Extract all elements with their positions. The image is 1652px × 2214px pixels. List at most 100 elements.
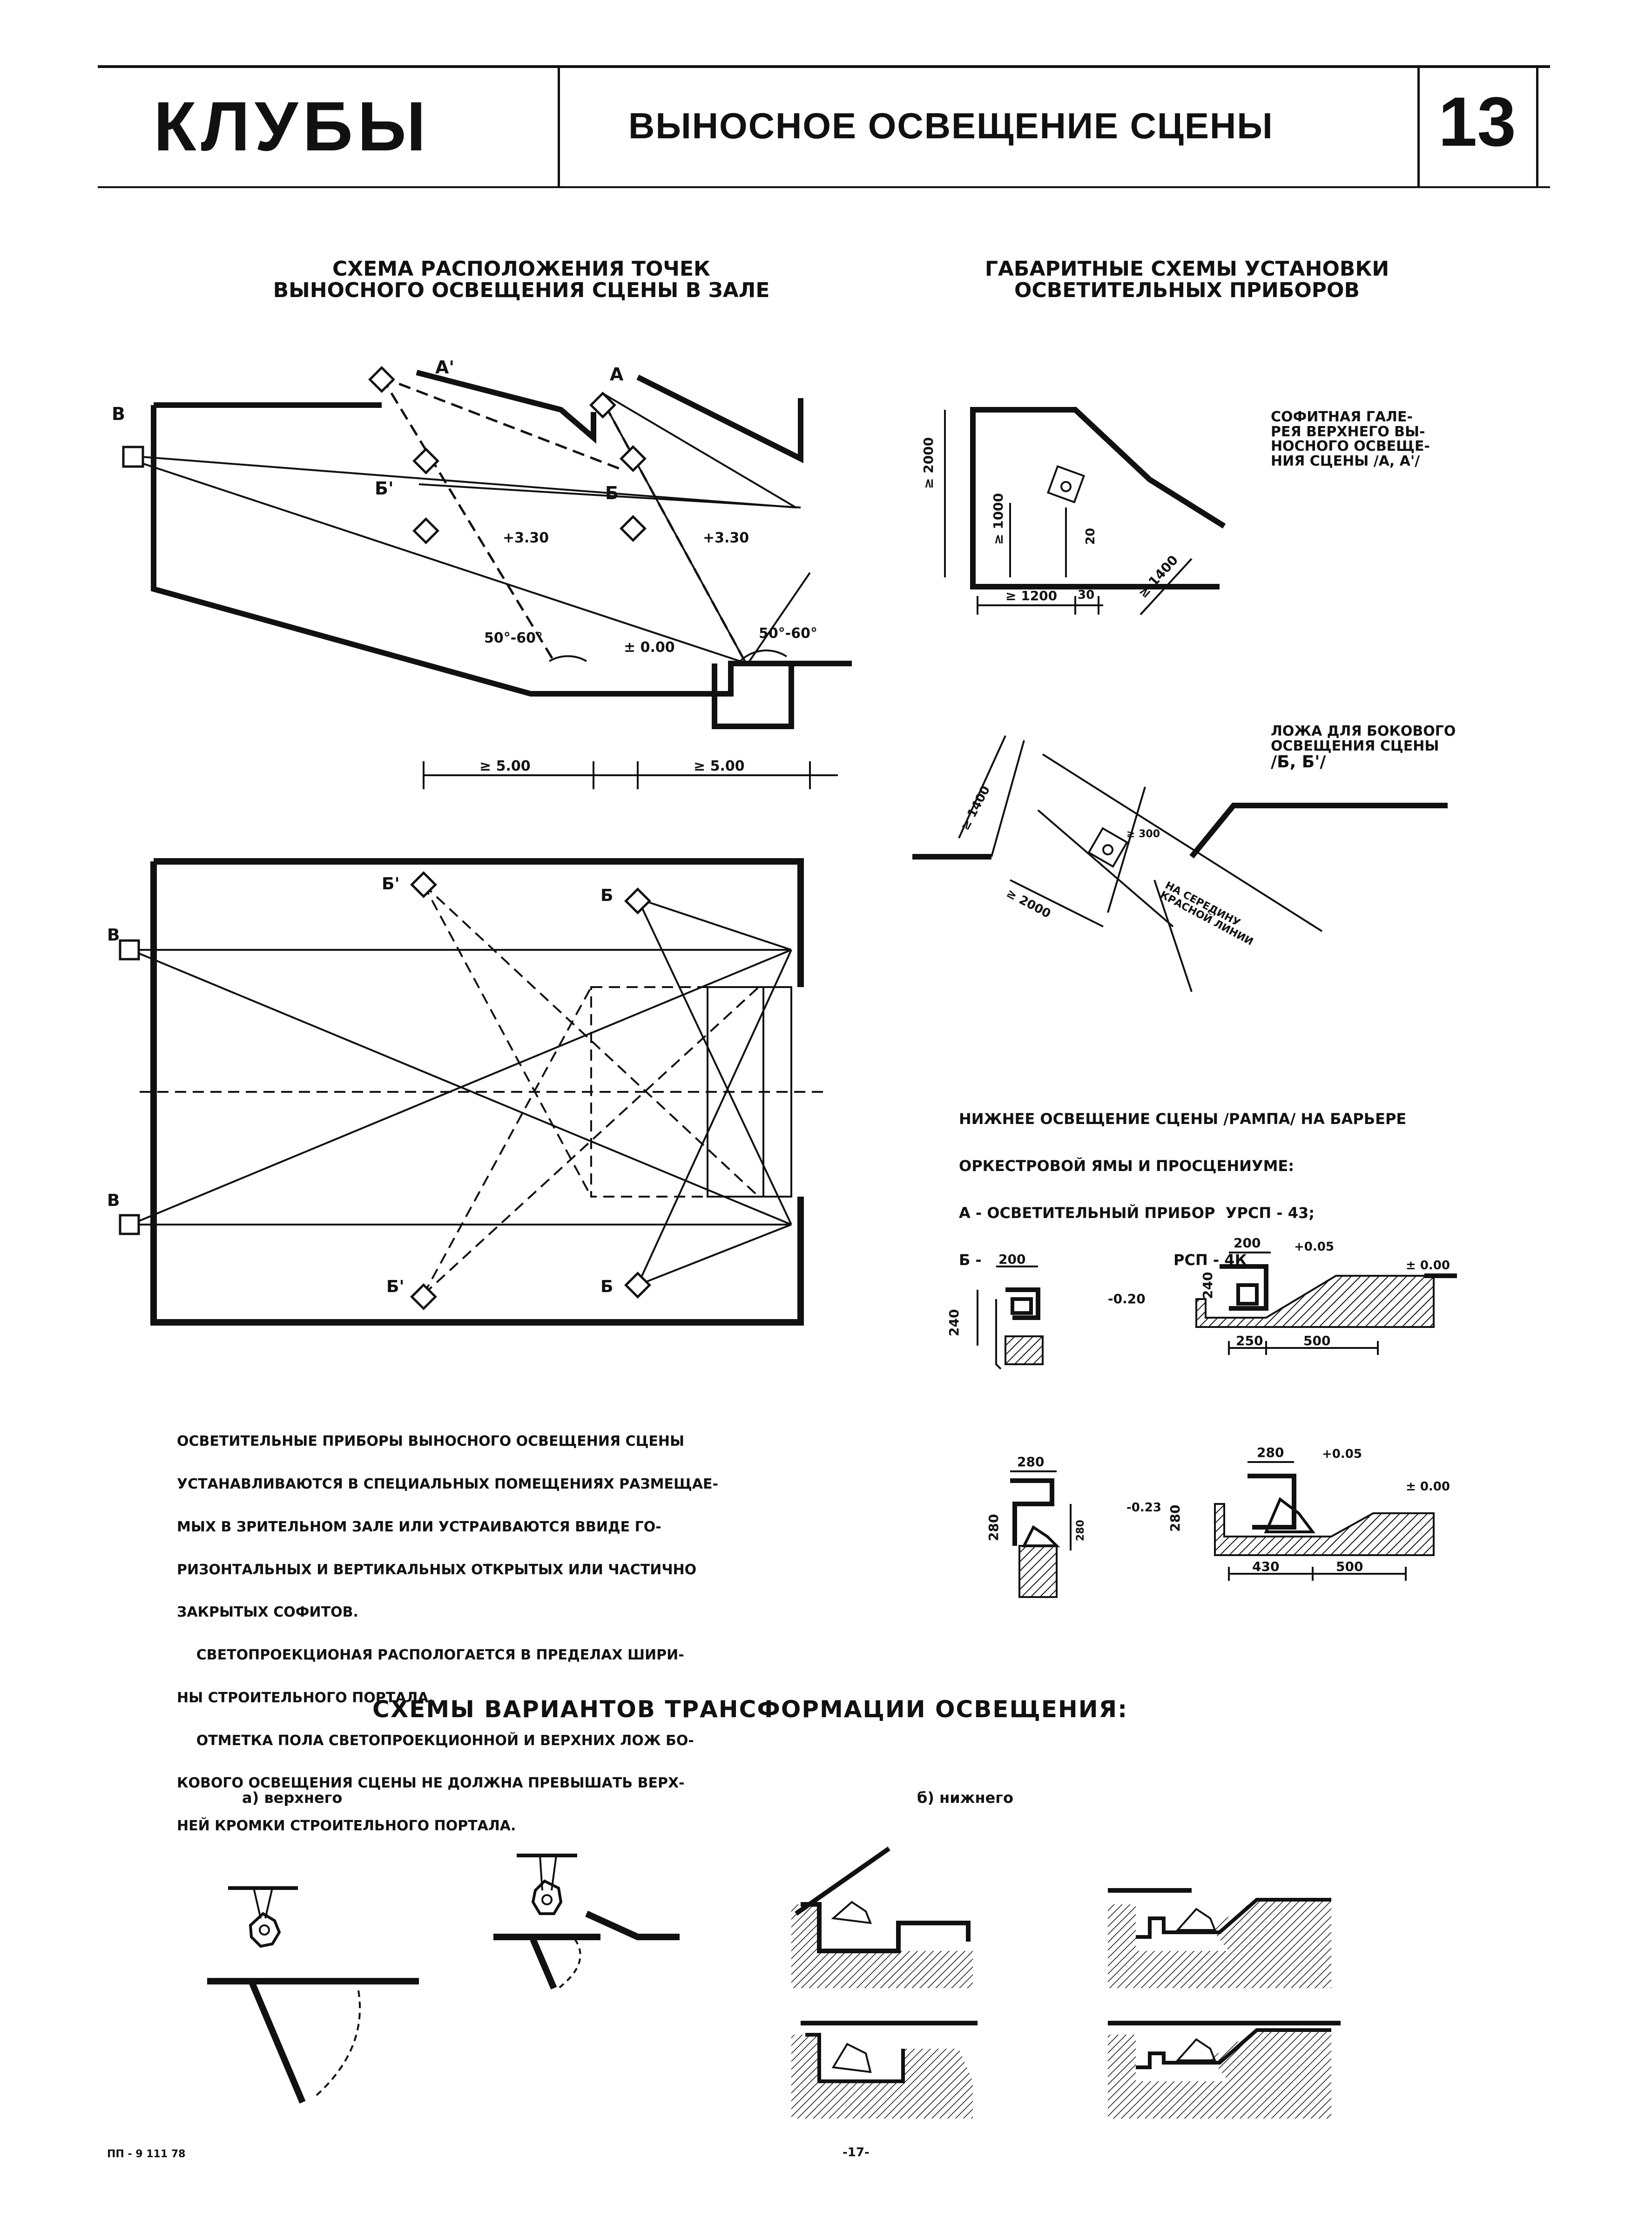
- note-line-4: РИЗОНТАЛЬНЫХ И ВЕРТИКАЛЬНЫХ ОТКРЫТЫХ ИЛИ…: [177, 1561, 697, 1578]
- box-floor-right: [1189, 803, 1448, 859]
- footlight-a-large-base: [1195, 1275, 1435, 1328]
- fixture-b-prime-upper: [412, 447, 439, 474]
- section-gallery-a: [636, 374, 803, 463]
- beam-v-2: [135, 460, 741, 662]
- page-title: ВЫНОСНОЕ ОСВЕЩЕНИЕ СЦЕНЫ: [628, 105, 1274, 146]
- header-bottom-rule: [98, 186, 1550, 188]
- plan-label-b-prime-top: Б': [382, 874, 400, 894]
- fl-a-lvl2: +0.05: [1294, 1240, 1334, 1254]
- fixture-a-prime: [368, 366, 395, 393]
- beam-a: [602, 393, 797, 508]
- page-number: 13: [1438, 82, 1516, 161]
- left-title-line-2: ВЫНОСНОГО ОСВЕЩЕНИЯ СЦЕНЫ В ЗАЛЕ: [273, 278, 770, 303]
- note-line-5: ЗАКРЫТЫХ СОФИТОВ.: [177, 1604, 358, 1621]
- beam-v-1: [135, 455, 796, 508]
- box-caption: ЛОЖА ДЛЯ БОКОВОГО ОСВЕЩЕНИЯ СЦЕНЫ /Б, Б'…: [1271, 724, 1456, 771]
- fl-b-w: 280: [1017, 1454, 1045, 1469]
- note-line-3: МЫХ В ЗРИТЕЛЬНОМ ЗАЛЕ ИЛИ УСТРАИВАЮТСЯ В…: [177, 1518, 661, 1535]
- gallery-fixture: [1046, 465, 1086, 504]
- header-divider-1: [558, 65, 560, 187]
- elevation-1: +3.30: [503, 530, 549, 546]
- beam-b-prime: [418, 483, 801, 508]
- fl-b-lvl1: -0.23: [1126, 1501, 1161, 1515]
- transform-a1-fixture: [249, 1912, 281, 1948]
- footlight-b-large-base: [1214, 1503, 1435, 1556]
- transform-label-a: а) верхнего: [242, 1789, 343, 1807]
- fixture-b-prime-lower: [412, 517, 439, 544]
- beam-a-solid: [748, 572, 811, 662]
- plan-fixture-b-prime-top: [410, 871, 437, 898]
- header-top-rule: [98, 65, 1550, 68]
- right-title: ГАБАРИТНЫЕ СХЕМЫ УСТАНОВКИ ОСВЕТИТЕЛЬНЫХ…: [931, 258, 1443, 301]
- box-dim-3: ≥ 300: [1126, 828, 1160, 840]
- plan-dash-2: [423, 986, 760, 1295]
- footer-code: ПП - 9 111 78: [107, 2148, 186, 2160]
- plan-wall-bottom: [150, 861, 804, 1326]
- plan-label-b-prime-bottom: Б': [386, 1277, 405, 1296]
- right-title-line-2: ОСВЕТИТЕЛЬНЫХ ПРИБОРОВ: [1014, 278, 1360, 303]
- angle-arc-right: [739, 649, 788, 662]
- transform-b1-fixture: [831, 1901, 872, 1924]
- label-a-prime: А': [435, 357, 455, 378]
- plan-dash-1: [423, 884, 760, 1198]
- fl-a-w: 200: [998, 1252, 1026, 1267]
- label-a: А: [610, 364, 624, 385]
- transform-b3-fixture: [831, 2043, 872, 2073]
- plan-fixture-v-bottom: [119, 1214, 140, 1235]
- footlight-caption: НИЖНЕЕ ОСВЕЩЕНИЕ СЦЕНЫ /РАМПА/ НА БАРЬЕР…: [959, 1080, 1406, 1284]
- header-divider-2: [1417, 65, 1420, 187]
- fl-b-d2: 500: [1336, 1559, 1363, 1574]
- note-line-10: НЕЙ КРОМКИ СТРОИТЕЛЬНОГО ПОРТАЛА.: [177, 1818, 516, 1835]
- left-title-line-1: СХЕМА РАСПОЛОЖЕНИЯ ТОЧЕК: [332, 257, 710, 281]
- plan-fixture-b-top: [624, 887, 651, 914]
- box-caption-line-1: ЛОЖА ДЛЯ БОКОВОГО: [1271, 723, 1456, 739]
- fl-a-w2: 200: [1234, 1235, 1261, 1251]
- fl-b-lvl2: +0.05: [1322, 1447, 1362, 1461]
- note-line-8: ОТМЕТКА ПОЛА СВЕТОПРОЕКЦИОННОЙ И ВЕРХНИХ…: [177, 1732, 694, 1749]
- box-fixture: [1087, 827, 1128, 868]
- box-caption-line-3: /Б, Б'/: [1271, 752, 1326, 772]
- section-title: КЛУБЫ: [154, 87, 431, 165]
- label-b-prime-section: Б': [375, 478, 394, 499]
- fixture-v-section: [122, 446, 144, 468]
- gallery-caption-line-1: СОФИТНАЯ ГАЛЕ-: [1271, 409, 1413, 425]
- footlight-a-small-base: [1005, 1335, 1044, 1365]
- fl-b-d1: 430: [1252, 1559, 1280, 1574]
- gallery-caption-line-2: РЕЯ ВЕРХНЕГО ВЫ-: [1271, 423, 1425, 440]
- plan-wall-top: [154, 858, 804, 987]
- gallery-caption-line-3: НОСНОГО ОСВЕЩЕ-: [1271, 438, 1430, 454]
- label-b-section: Б: [605, 483, 619, 503]
- gallery-dim-w2: 30: [1078, 588, 1095, 602]
- gallery-caption-line-4: НИЯ СЦЕНЫ /А, А'/: [1271, 453, 1420, 469]
- fl-b-w2: 280: [1257, 1445, 1284, 1460]
- note-line-1: ОСВЕТИТЕЛЬНЫЕ ПРИБОРЫ ВЫНОСНОГО ОСВЕЩЕНИ…: [177, 1433, 685, 1450]
- fl-a-d1: 250: [1236, 1333, 1263, 1348]
- note-line-2: УСТАНАВЛИВАЮТСЯ В СПЕЦИАЛЬНЫХ ПОМЕЩЕНИЯХ…: [177, 1476, 718, 1492]
- beam-a-prime-dashed-2: [381, 376, 624, 472]
- plan-label-b-bottom: Б: [600, 1277, 614, 1296]
- transform-a2-fixture: [531, 1879, 563, 1915]
- gallery-caption: СОФИТНАЯ ГАЛЕ- РЕЯ ВЕРХНЕГО ВЫ- НОСНОГО …: [1271, 410, 1430, 468]
- elevation-2: +3.30: [703, 530, 749, 546]
- angle-arc-left: [549, 655, 587, 662]
- header-divider-3: [1536, 65, 1538, 187]
- elevation-zero: ± 0.00: [624, 639, 675, 656]
- fl-a-lvl1: -0.20: [1108, 1291, 1146, 1307]
- footer-page: -17-: [843, 2146, 870, 2160]
- label-v-section: В: [112, 404, 125, 424]
- gallery-dim-w1: ≥ 1200: [1005, 588, 1058, 603]
- fl-a-lvl3: ± 0.00: [1406, 1259, 1450, 1273]
- fl-b-lvl3: ± 0.00: [1406, 1480, 1450, 1494]
- dim-1: ≥ 5.00: [479, 758, 531, 774]
- footlight-caption-line-1: НИЖНЕЕ ОСВЕЩЕНИЕ СЦЕНЫ /РАМПА/ НА БАРЬЕР…: [959, 1110, 1407, 1128]
- plan-fixture-b-bottom: [624, 1272, 651, 1299]
- footlight-b-small-base: [1018, 1545, 1058, 1598]
- transform-b2-fixture: [1175, 1908, 1216, 1931]
- fixture-b-lower: [620, 515, 647, 542]
